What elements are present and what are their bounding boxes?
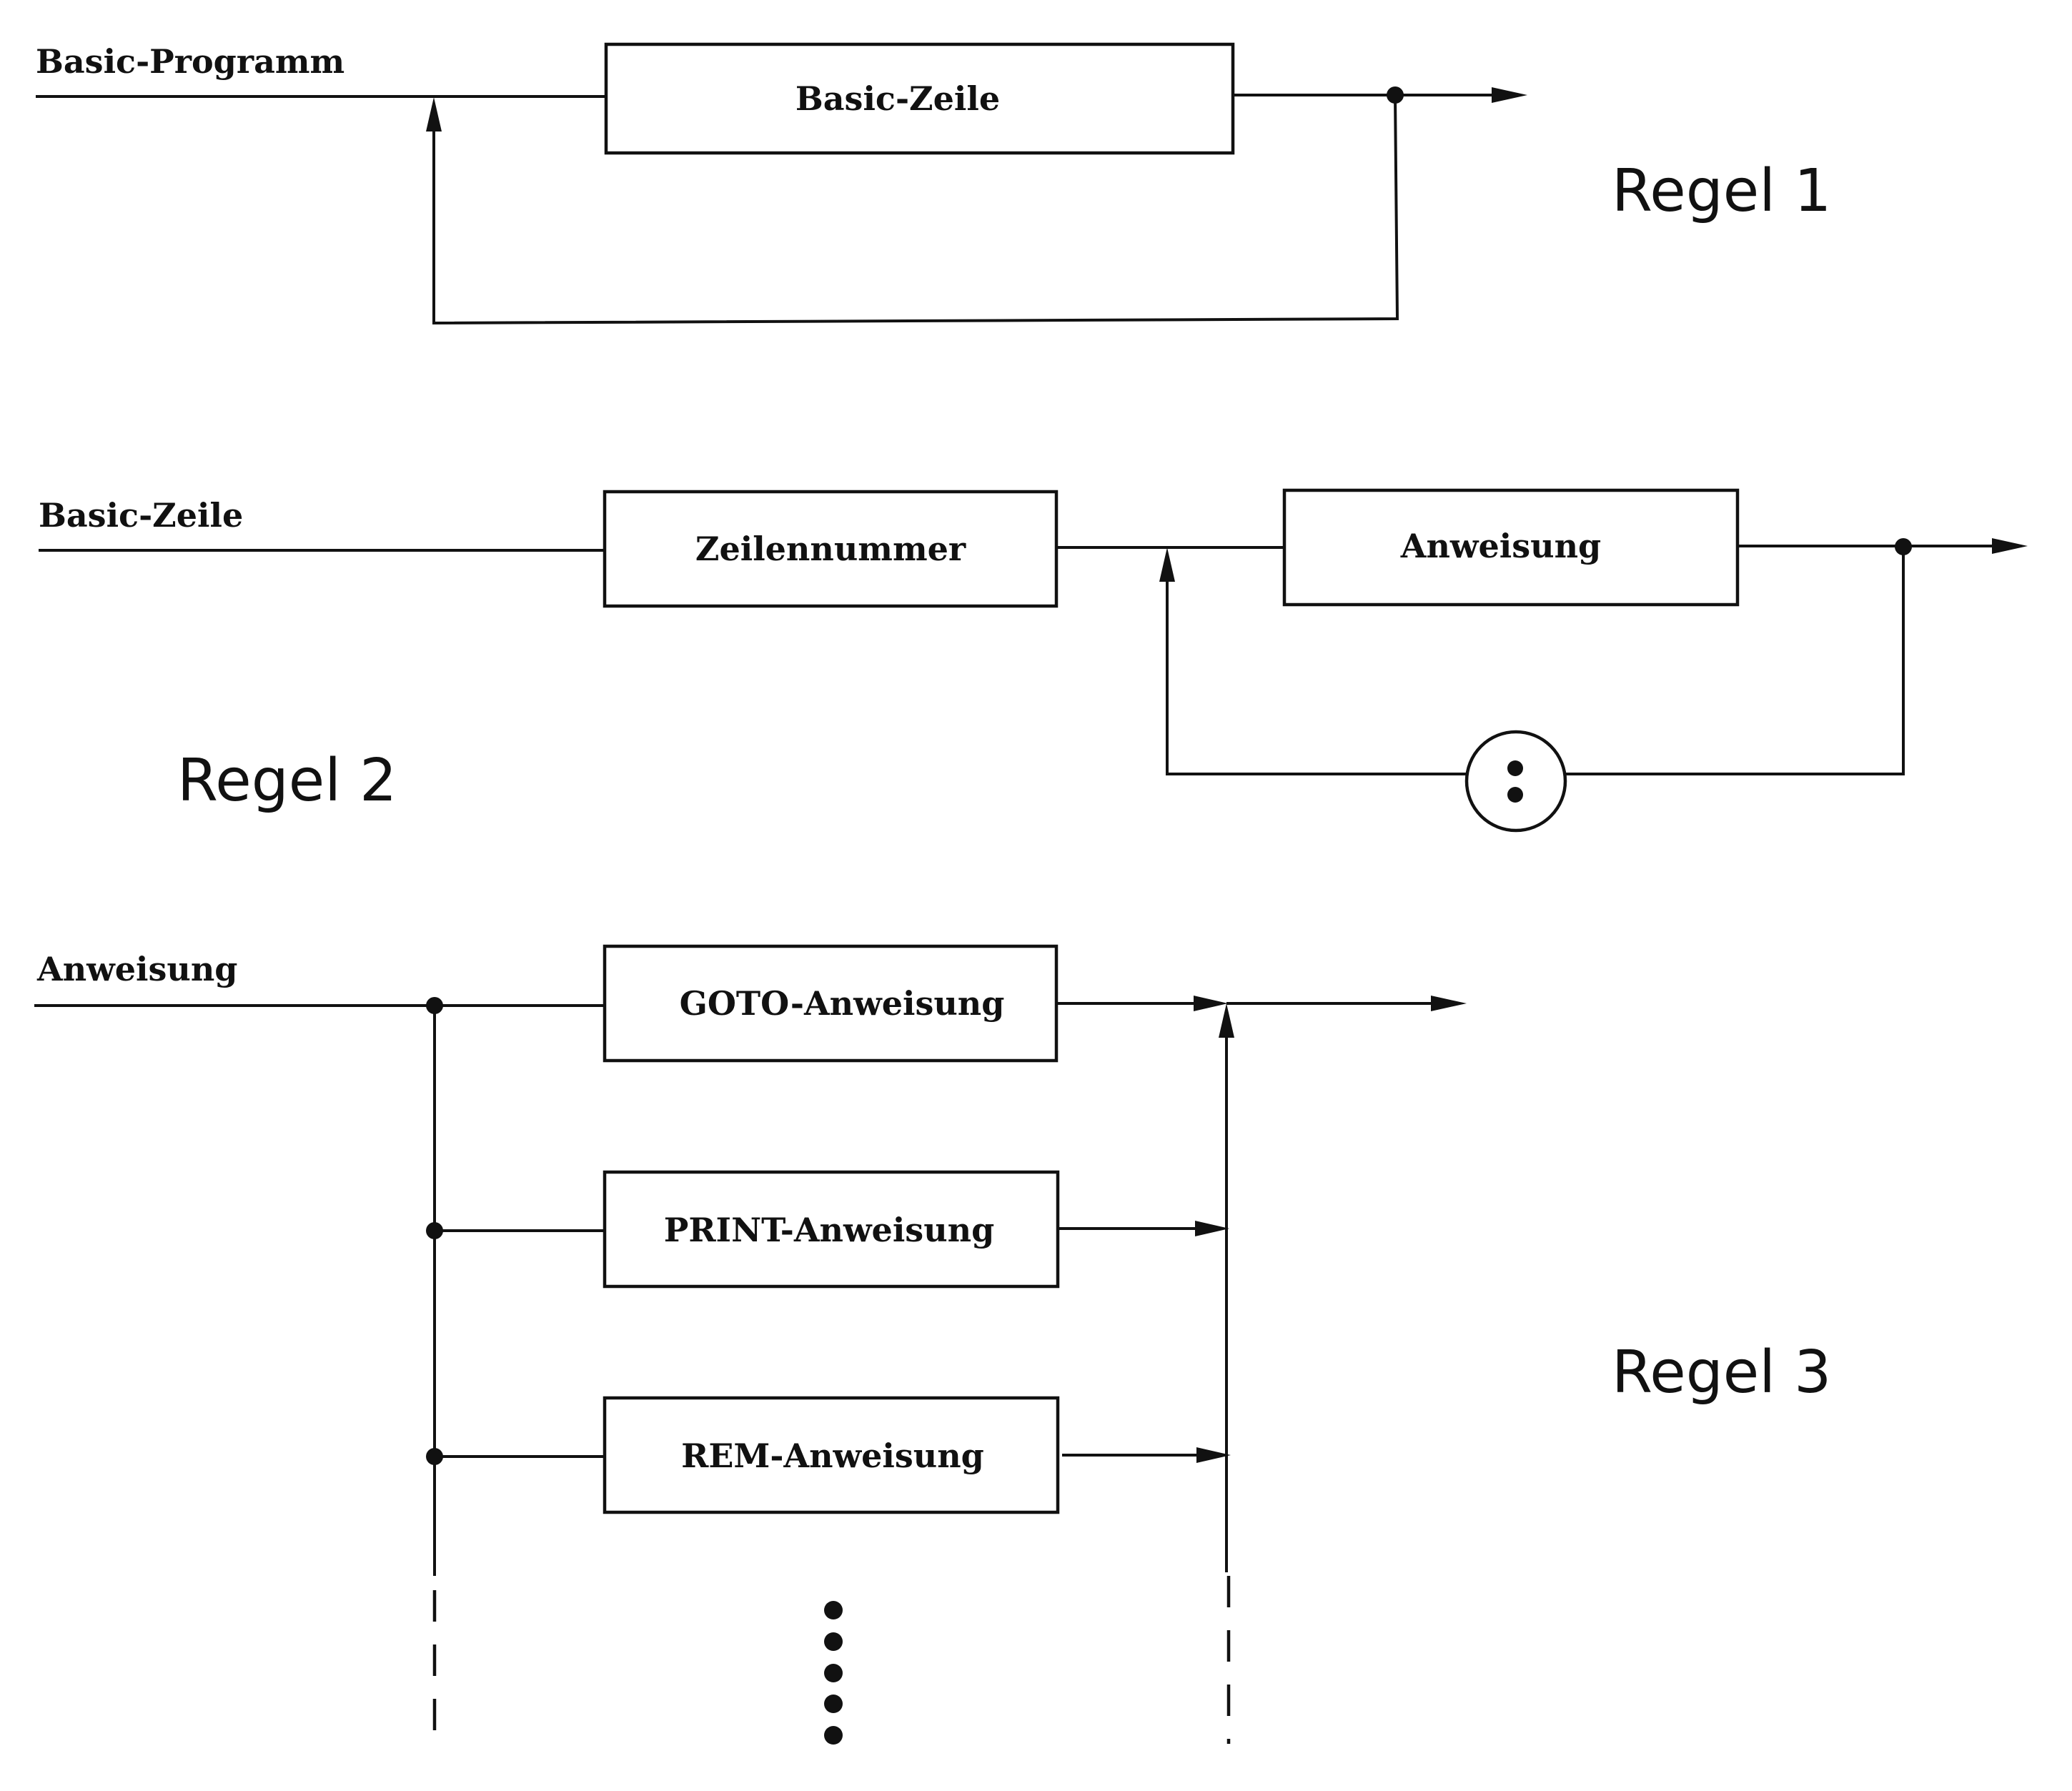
rule-3-right-rail-arrow [1219,1003,1234,1038]
rule-3-alt-2-arrow [1195,1221,1229,1236]
rule-1-output-arrow [1492,87,1527,103]
more-alternatives-ellipsis [824,1601,843,1745]
rule-3-box-rem [603,1396,1060,1514]
rule-1-title: Regel 1 [1612,157,1831,225]
ellipsis-dot-3 [824,1664,843,1682]
rule-2-entry-label: Basic-Zeile [39,496,243,535]
rule-2-loop-right [1565,547,1905,775]
rule-2-title: Regel 2 [177,747,397,815]
rule-2-diagram: Basic-Zeile Zeilennummer Anweisung Regel… [39,488,2028,833]
rule-3-title: Regel 3 [1612,1339,1831,1406]
rule-1-entry-label: Basic-Programm [36,42,344,81]
rule-1-loop-arrow [426,97,442,132]
rule-1-loop-line [432,94,1399,325]
ellipsis-dot-1 [824,1601,843,1619]
rule-1-box-label: Basic-Zeile [795,79,1000,118]
ellipsis-dot-4 [824,1695,843,1713]
rule-3-box-1-label: GOTO-Anweisung [680,984,1005,1023]
rule-1-diagram: Basic-Programm Basic-Zeile Regel 1 [36,42,1831,325]
rule-3-alt-1-arrow [1194,996,1228,1011]
colon-dot-lower [1507,787,1523,803]
rule-3-entry-label: Anweisung [36,950,237,988]
colon-separator-circle [1464,730,1567,833]
rule-2-box-2-label: Anweisung [1400,527,1601,565]
colon-dot-upper [1507,760,1523,776]
rule-1-box-basic-zeile [604,42,1235,155]
rule-2-box-anweisung [1282,488,1740,607]
rule-2-loop-left [1166,579,1467,775]
rule-3-alt-3-arrow [1196,1447,1231,1463]
rule-3-box-2-label: PRINT-Anweisung [664,1211,995,1249]
rule-2-loop-arrow [1159,547,1175,582]
colon-separator [1464,730,1567,833]
ellipsis-dot-5 [824,1726,843,1745]
rule-3-output-arrow [1431,996,1467,1011]
rule-2-output-arrow [1992,538,2028,554]
rule-3-junction-1 [426,997,443,1014]
rule-3-box-3-label: REM-Anweisung [681,1437,984,1475]
rule-3-diagram: Anweisung GOTO-Anweisung PRINT-Anweisung… [34,944,1831,1745]
rule-2-box-1-label: Zeilennummer [695,530,966,568]
ellipsis-dot-2 [824,1632,843,1651]
rule-3-box-goto [603,944,1059,1063]
